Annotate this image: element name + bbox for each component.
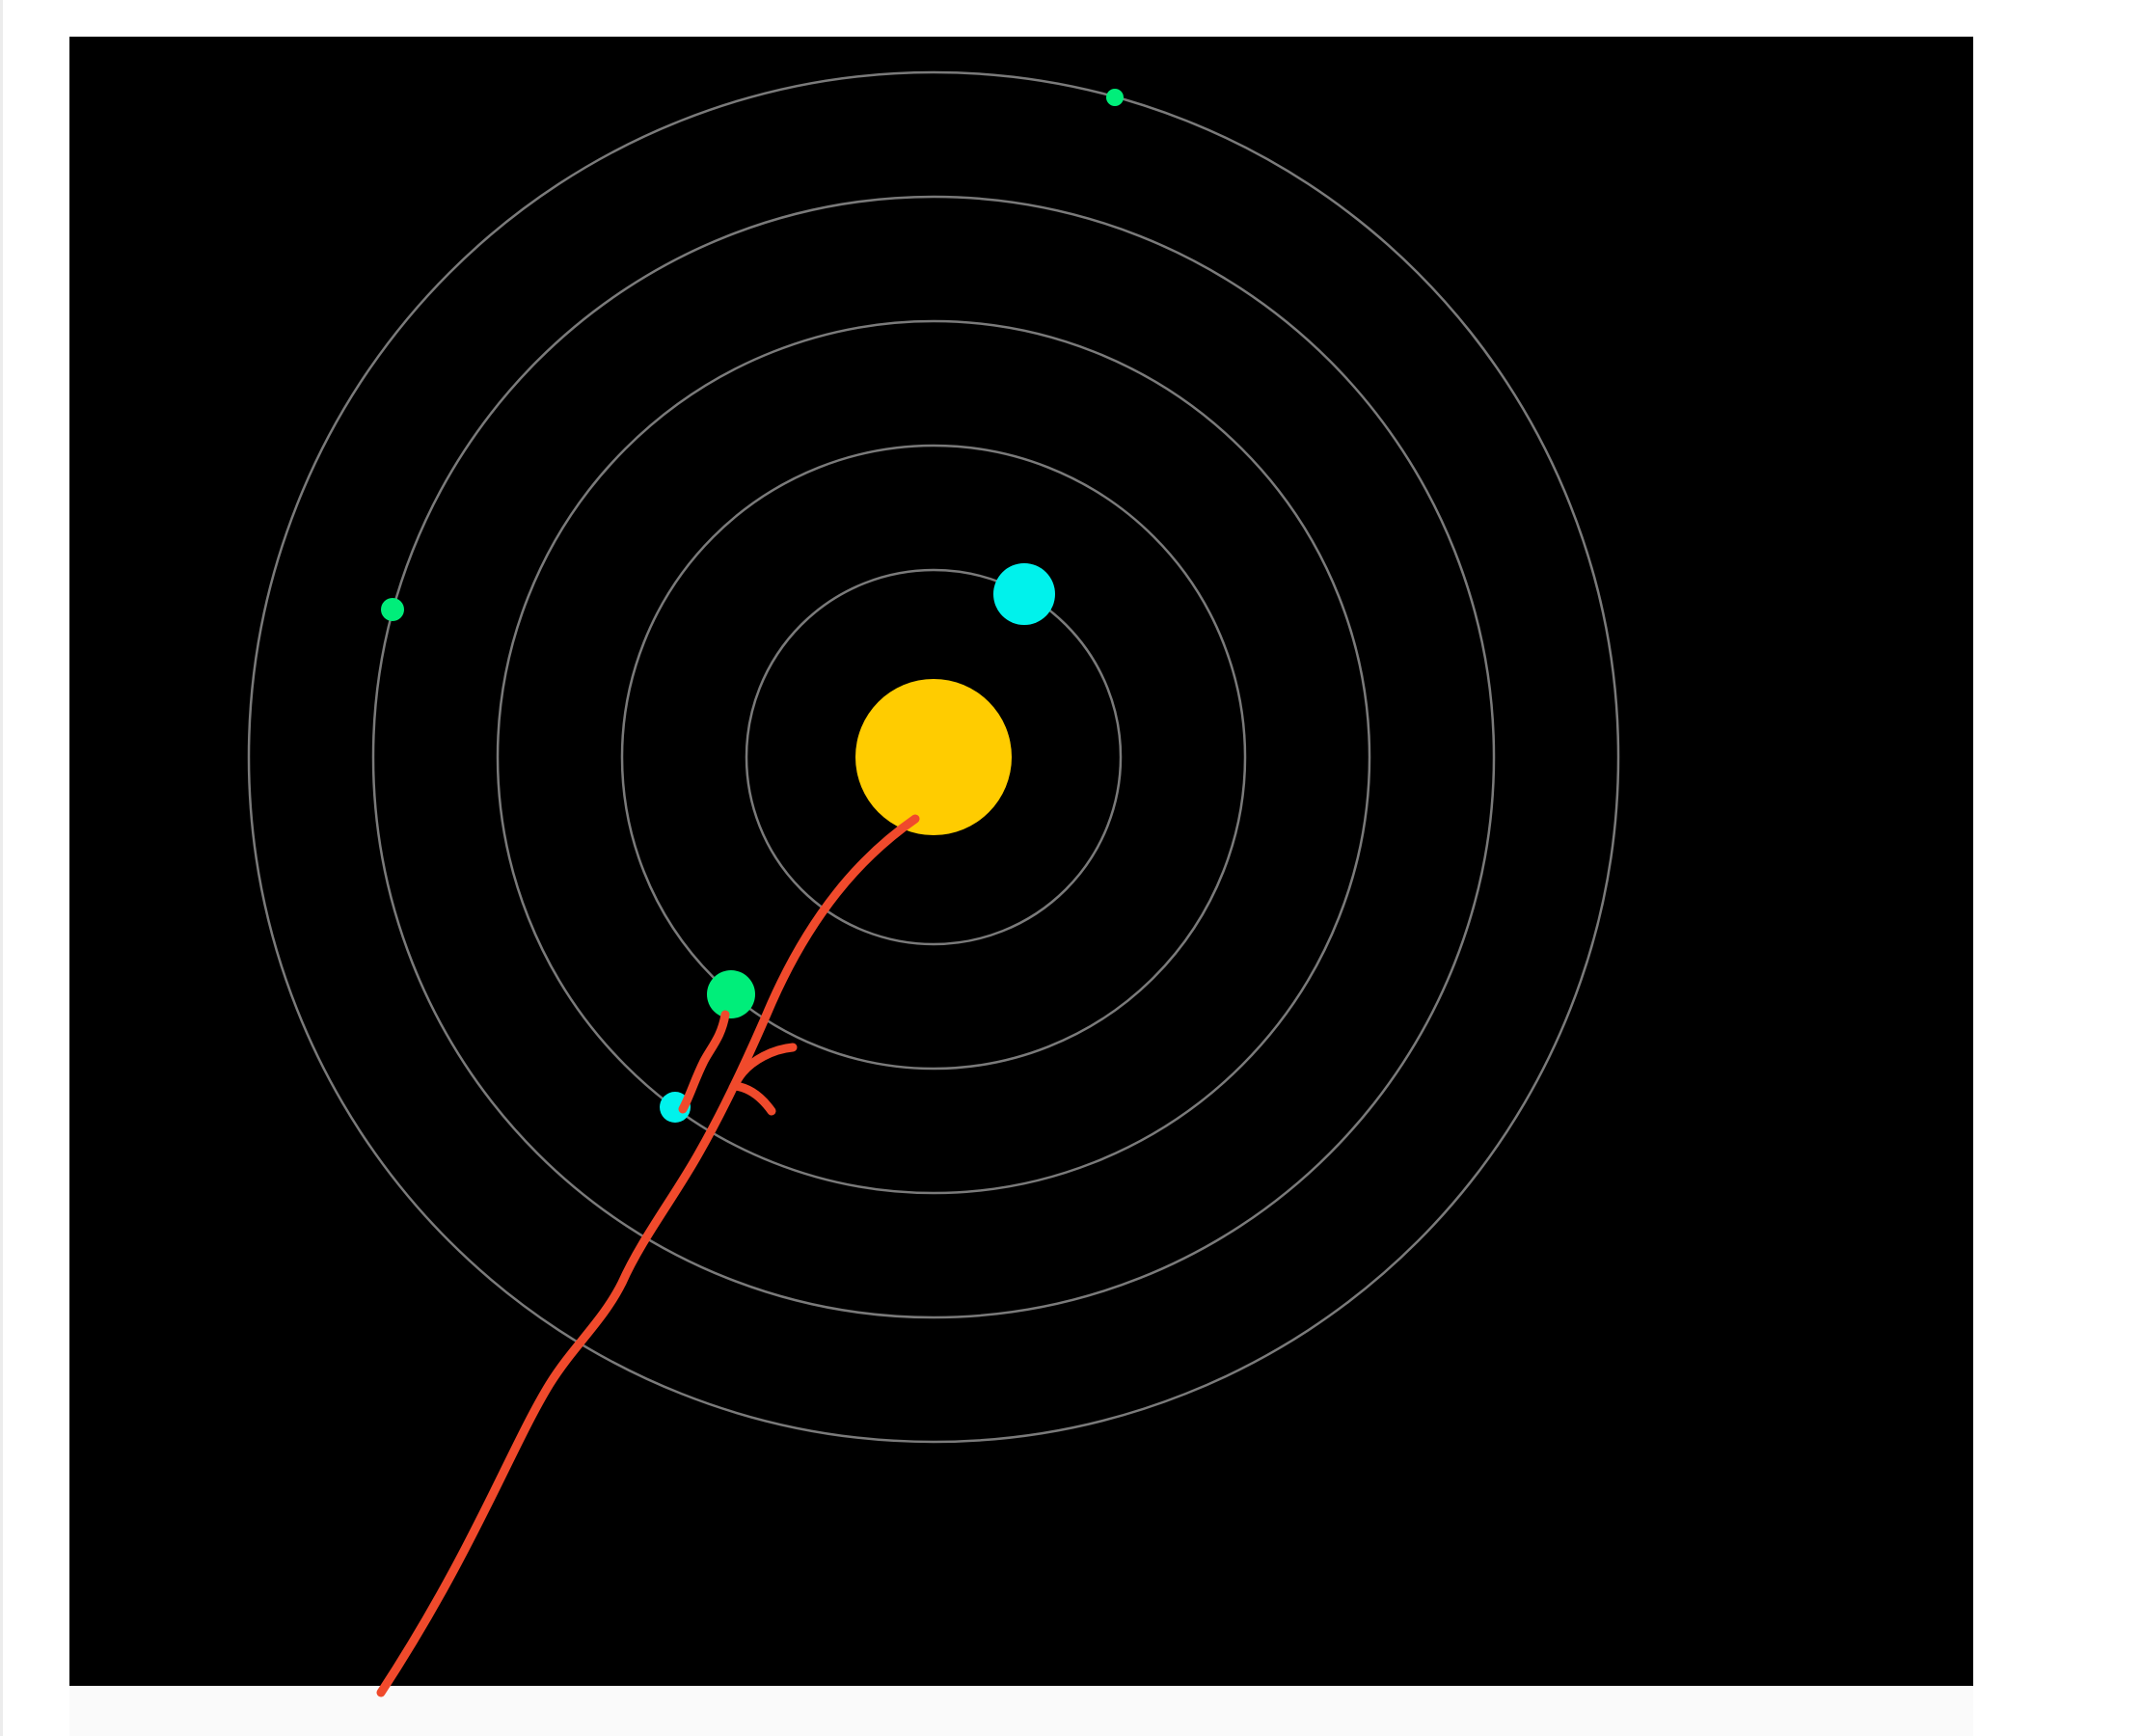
celestial-bodies (381, 89, 1124, 1123)
canvas-bottom-strip (69, 1686, 1973, 1736)
planet-green-small-left (381, 598, 404, 621)
planet-green-large (707, 970, 755, 1018)
planet-green-small-top (1106, 89, 1124, 106)
page-left-edge (0, 0, 3, 1736)
orbit-ring-2 (620, 444, 1247, 1071)
annotation-layer (376, 814, 920, 1697)
red-hand-drawn-arrow-stroke-2 (678, 1010, 730, 1114)
red-hand-drawn-arrow-stroke-4 (730, 1081, 776, 1116)
orbit-ring-1 (745, 568, 1123, 946)
red-hand-drawn-arrow-stroke-3 (728, 1043, 798, 1093)
sun (855, 679, 1012, 835)
orbit-rings (247, 70, 1620, 1444)
orbit-ring-4 (371, 195, 1496, 1319)
orbit-ring-5 (247, 70, 1620, 1444)
red-hand-drawn-arrow-stroke-1 (376, 814, 920, 1697)
planet-cyan-large (993, 563, 1055, 625)
orbit-ring-3 (496, 319, 1371, 1195)
simulation-canvas[interactable] (69, 37, 1973, 1686)
